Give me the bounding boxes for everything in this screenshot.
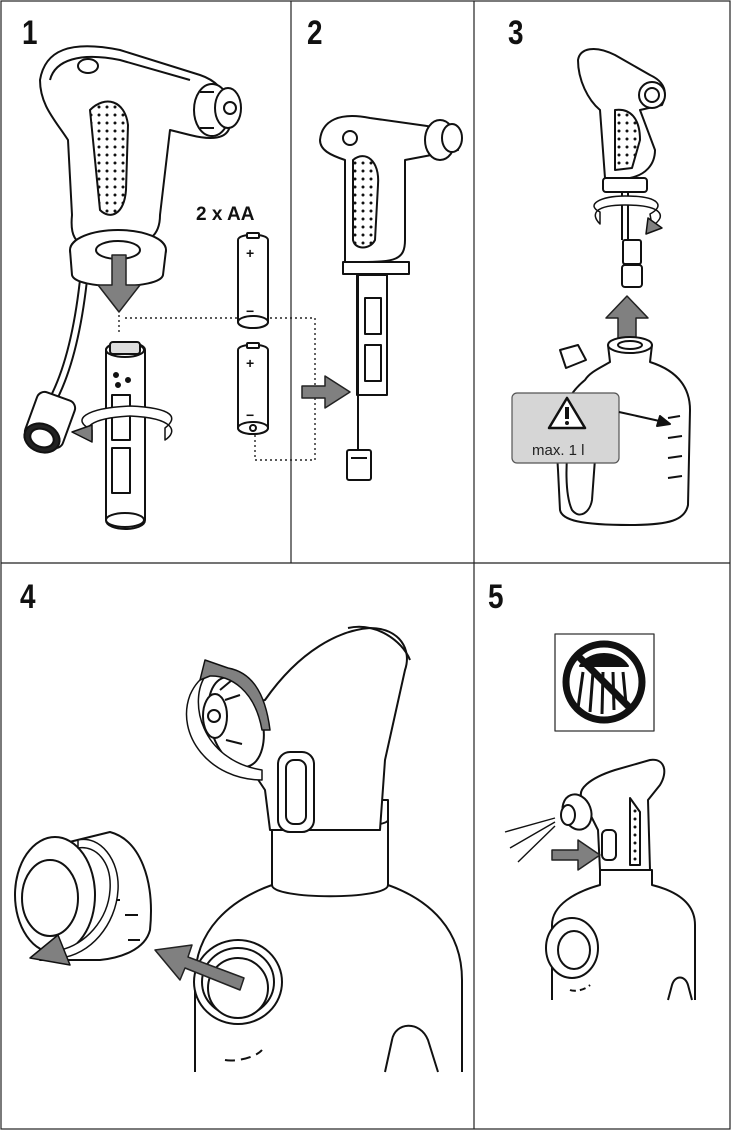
hose-nozzle xyxy=(20,390,77,458)
sprayer-handle xyxy=(40,46,241,286)
arrow-icon xyxy=(552,840,600,870)
battery-minus-label: − xyxy=(246,303,254,319)
step-number-3: 3 xyxy=(508,14,524,53)
battery-plus-label: + xyxy=(246,245,254,261)
battery-minus-label: − xyxy=(246,407,254,423)
step-number-4: 4 xyxy=(20,578,36,617)
no-shower-prohibition-icon xyxy=(555,634,654,731)
step-number-5: 5 xyxy=(488,578,504,617)
step-number-1: 1 xyxy=(22,14,38,53)
step-number-2: 2 xyxy=(307,14,323,53)
panel-4-assemble xyxy=(15,627,462,1072)
battery-plus-label: + xyxy=(246,355,254,371)
battery-carrier xyxy=(106,342,145,529)
panel-2-insert-carrier xyxy=(302,116,462,480)
panel-1-insert-batteries: 2 x AA + − + − xyxy=(20,46,315,529)
panel-3-fill-container: max. 1 l xyxy=(512,49,690,525)
panel-5-spray xyxy=(505,634,695,1000)
arrow-icon xyxy=(302,376,350,408)
warning-text: max. 1 l xyxy=(532,442,585,459)
batteries-label: 2 x AA xyxy=(196,204,255,225)
